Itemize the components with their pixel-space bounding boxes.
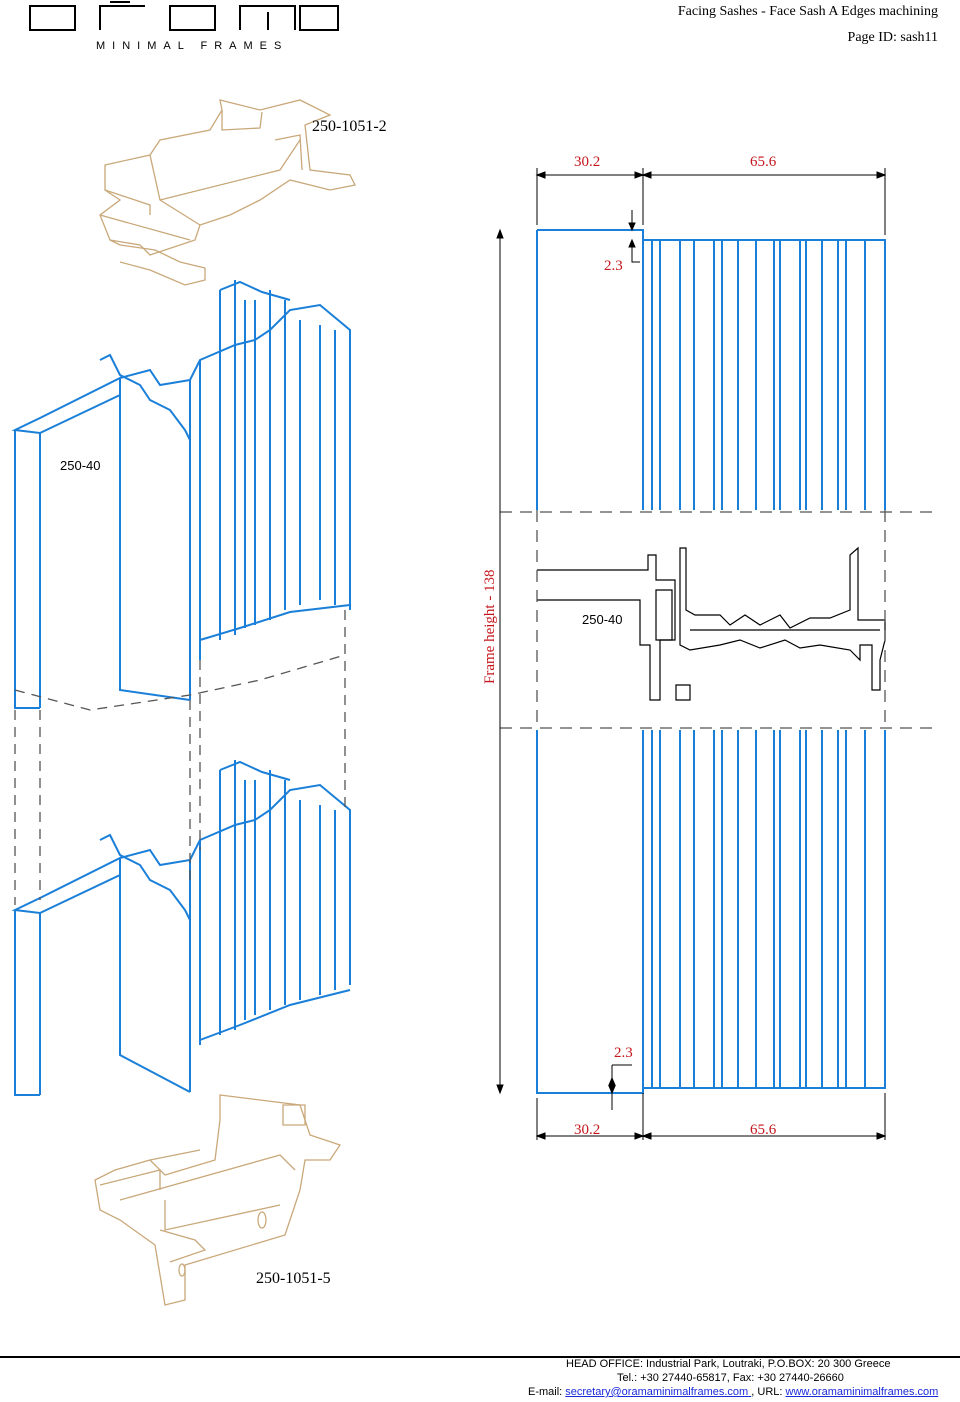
profile-bottom-drawing (11, 760, 351, 1096)
frame-height-label: Frame height - 138 (482, 569, 498, 684)
profile-label-center: 250-40 (582, 612, 623, 627)
footer-address: HEAD OFFICE: Industrial Park, Loutraki, … (566, 1358, 891, 1370)
profile-label-left: 250-40 (60, 458, 101, 473)
dimension-bottom-width-a: 30.2 (574, 1122, 601, 1138)
dimension-lines (496, 168, 887, 1140)
footer-url-link[interactable]: www.oramaminimalframes.com (785, 1386, 939, 1398)
footer-divider (0, 1356, 960, 1358)
footer-contact: E-mail: secretary@oramaminimalframes.com… (528, 1386, 938, 1398)
dimension-bottom-width-b: 65.6 (750, 1122, 777, 1138)
logo-subtitle: MINIMAL FRAMES (96, 40, 289, 52)
footer-email-prefix: E-mail: (528, 1386, 566, 1398)
page-id: Page ID: sash11 (847, 30, 938, 45)
logo-mark (29, 1, 339, 31)
elevation-bottom (536, 730, 886, 1094)
center-lines (500, 510, 940, 730)
accessory-code-top: 250-1051-2 (312, 118, 387, 135)
elevation-top (536, 229, 886, 510)
dimension-top-width-a: 30.2 (574, 154, 601, 170)
page-title: Facing Sashes - Face Sash A Edges machin… (677, 4, 938, 19)
dimension-top-width-b: 65.6 (750, 154, 777, 170)
accessory-bottom-drawing (94, 1094, 342, 1306)
accessory-top-drawing (99, 99, 356, 286)
left-break-lines (14, 610, 346, 905)
dimension-bottom-offset: 2.3 (614, 1045, 633, 1061)
accessory-code-bottom: 250-1051-5 (256, 1270, 331, 1287)
footer-url-prefix: , URL: (751, 1386, 786, 1398)
profile-top-drawing (11, 280, 351, 709)
footer-email-link[interactable]: secretary@oramaminimalframes.com (565, 1386, 752, 1398)
footer-phone: Tel.: +30 27440-65817, Fax: +30 27440-26… (617, 1372, 844, 1384)
dimension-top-offset: 2.3 (604, 258, 623, 274)
